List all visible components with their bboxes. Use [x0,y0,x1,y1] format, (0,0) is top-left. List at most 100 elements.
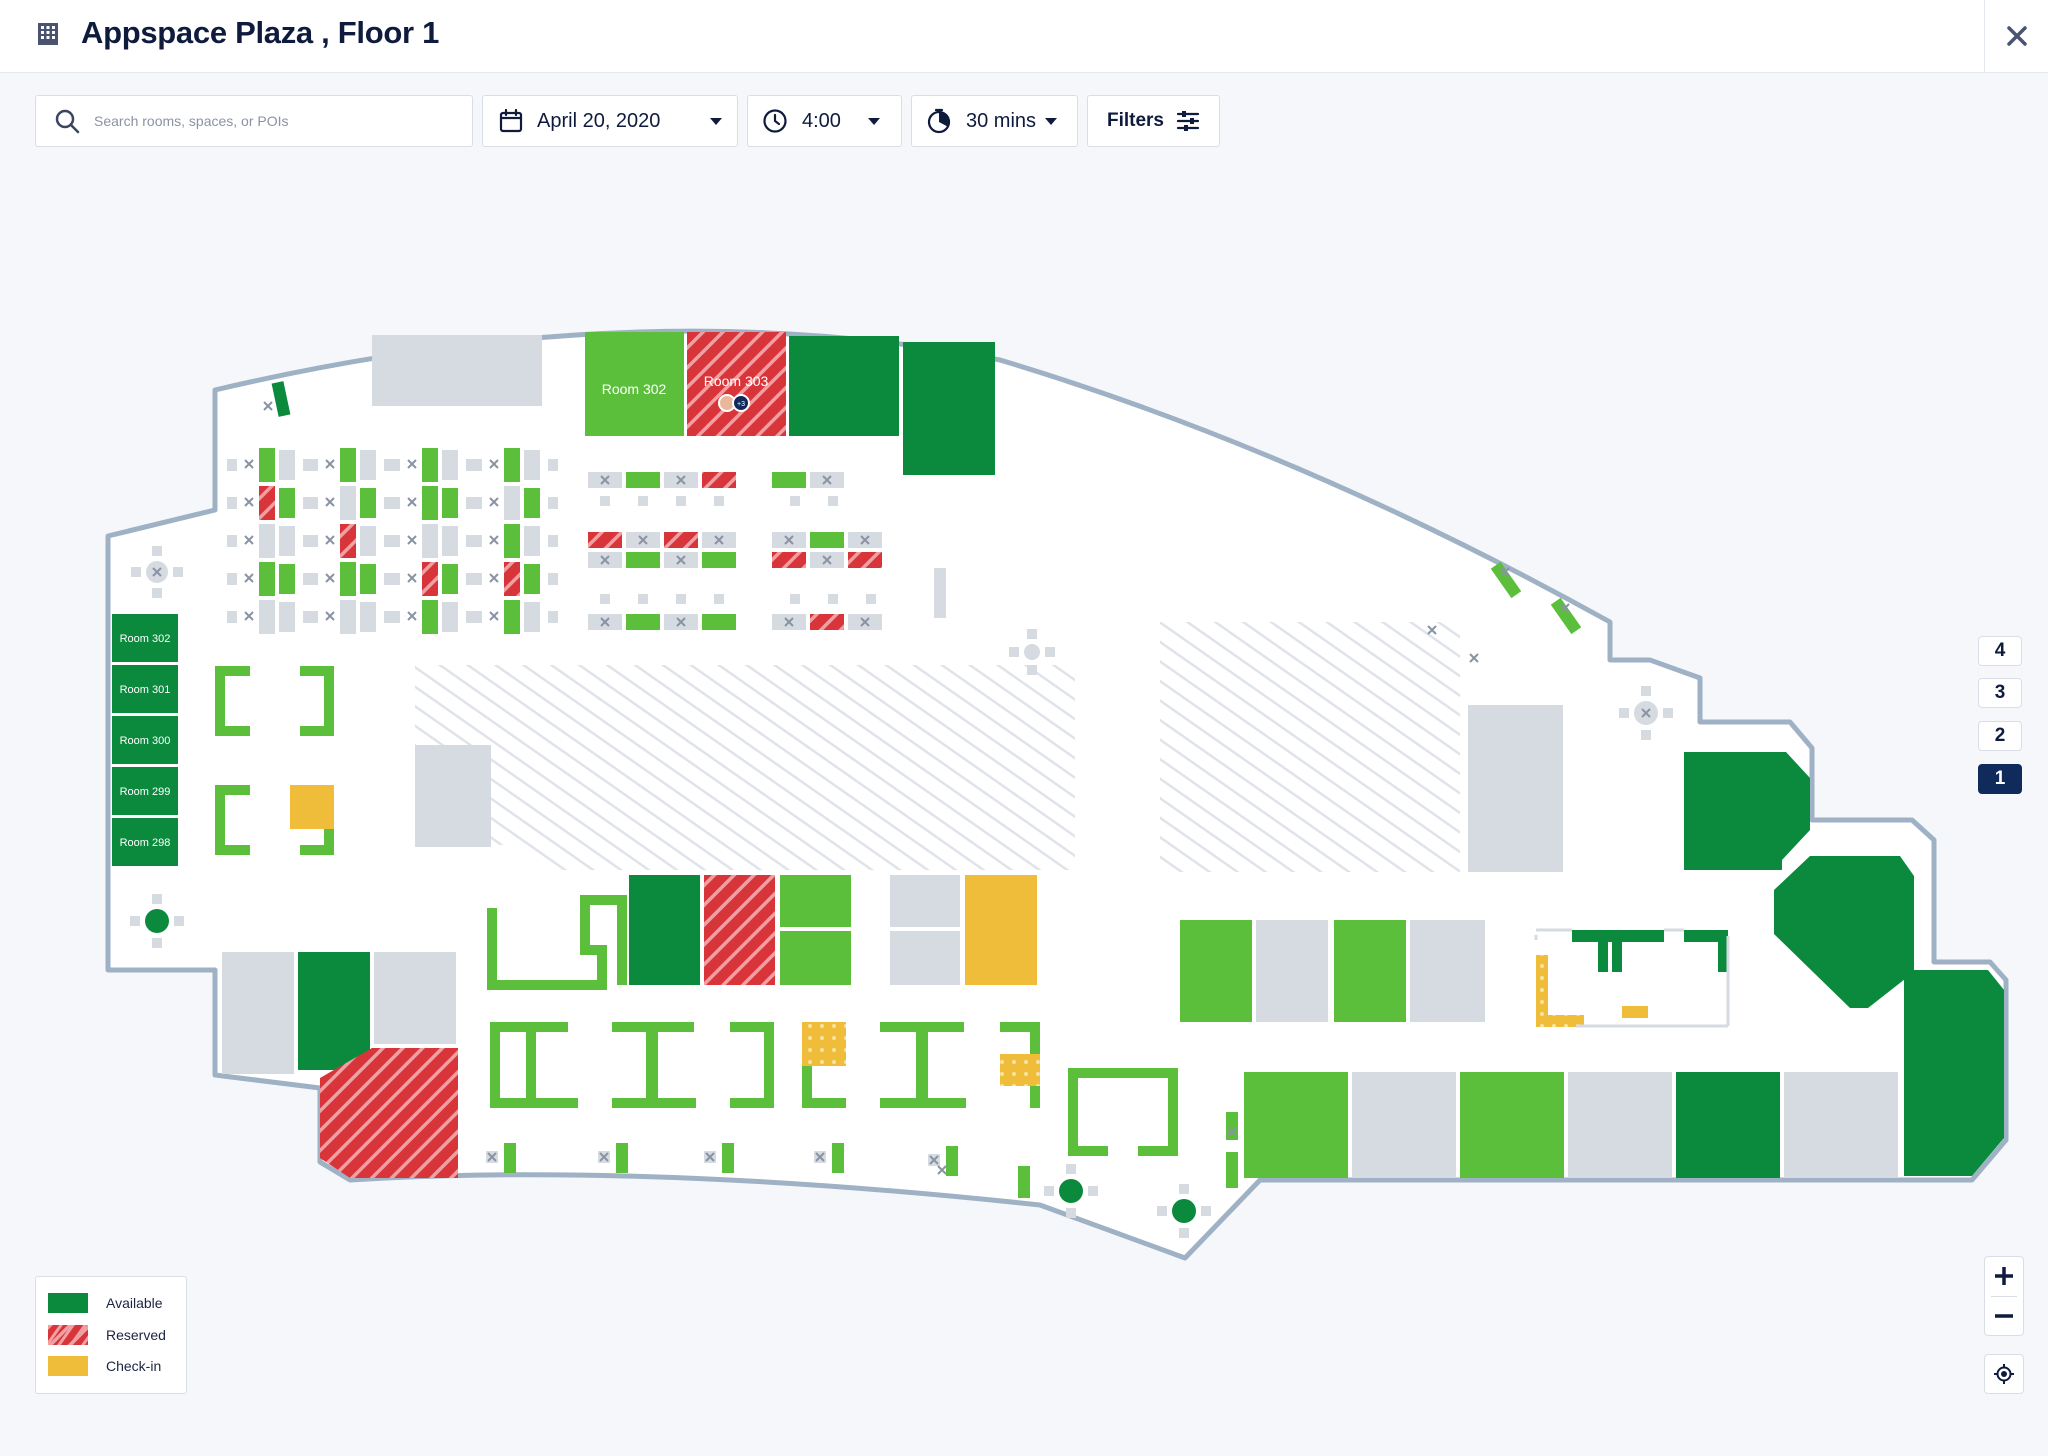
chair[interactable] [790,496,800,506]
floor-button[interactable]: 2 [1978,721,2022,751]
chair[interactable] [866,594,876,604]
chair[interactable] [472,573,482,585]
floor-button[interactable]: 4 [1978,636,2022,666]
desk[interactable] [279,602,295,632]
chair[interactable] [676,496,686,506]
room-reserved[interactable] [704,875,775,985]
chair[interactable] [390,611,400,623]
desk[interactable] [442,526,458,556]
desk[interactable] [848,552,882,568]
chair[interactable] [548,497,558,509]
desk[interactable] [340,524,356,558]
room-available[interactable] [789,336,899,436]
room-303[interactable] [687,332,786,436]
desk[interactable] [504,562,520,596]
room-300[interactable] [112,716,178,764]
room-unavailable[interactable] [890,875,960,927]
room-302-left[interactable] [112,614,178,662]
chair[interactable] [227,535,237,547]
chair[interactable] [384,573,394,585]
lounge-pod[interactable] [487,895,627,990]
desk[interactable] [259,600,275,634]
chair[interactable] [466,497,476,509]
desk[interactable] [664,532,698,548]
desk[interactable] [422,524,438,558]
chair[interactable] [384,459,394,471]
room-available[interactable] [1676,1072,1780,1178]
chair[interactable] [472,611,482,623]
desk[interactable] [524,526,540,556]
room-unavailable[interactable] [1352,1072,1456,1178]
room-available[interactable] [780,875,851,927]
chair[interactable] [638,496,648,506]
desk[interactable] [279,564,295,594]
desk[interactable] [442,488,458,518]
chair[interactable] [308,611,318,623]
time-picker[interactable]: 4:00 [747,95,902,147]
desk[interactable] [422,562,438,596]
desk[interactable] [524,602,540,632]
chair[interactable] [466,459,476,471]
desk[interactable] [340,600,356,634]
room-available[interactable] [1334,920,1406,1022]
room-available[interactable] [1244,1072,1348,1178]
chair[interactable] [638,594,648,604]
room-299[interactable] [112,767,178,815]
lounge-pod[interactable] [215,666,334,855]
chair[interactable] [828,496,838,506]
desk[interactable] [279,526,295,556]
desk[interactable] [722,1143,734,1173]
room-unavailable[interactable] [1568,1072,1672,1178]
floor-button-selected[interactable]: 1 [1978,764,2022,794]
desk[interactable] [588,532,622,548]
desk-cluster-right[interactable] [1572,930,1728,972]
chair[interactable] [384,611,394,623]
desk[interactable] [524,450,540,480]
room-available[interactable] [780,931,851,985]
desk[interactable] [702,614,736,630]
desk[interactable] [504,524,520,558]
chair[interactable] [466,573,476,585]
desk[interactable] [626,552,660,568]
chair[interactable] [227,497,237,509]
room-unavailable[interactable] [374,952,456,1044]
desk[interactable] [772,552,806,568]
date-picker[interactable]: April 20, 2020 [482,95,738,147]
chair[interactable] [384,497,394,509]
round-table[interactable] [130,894,184,948]
round-table[interactable] [1619,686,1673,740]
room-unavailable[interactable] [1784,1072,1898,1178]
search-input[interactable] [92,112,456,130]
chair[interactable] [714,594,724,604]
chair[interactable] [390,497,400,509]
desk[interactable] [259,448,275,482]
close-button[interactable] [1984,0,2048,72]
room-available[interactable] [903,342,995,475]
room-301[interactable] [112,665,178,713]
chair[interactable] [472,497,482,509]
desk[interactable] [504,486,520,520]
zoom-in-button[interactable] [1985,1257,2023,1295]
desk[interactable] [422,600,438,634]
desk[interactable] [504,1143,516,1173]
chair[interactable] [227,573,237,585]
room-available[interactable] [629,875,700,985]
round-table[interactable] [1009,629,1055,675]
floor-plan-map[interactable]: Room 302 Room 303 +3 Room 302 Room 301 R… [0,300,2048,1280]
chair[interactable] [828,594,838,604]
room-available[interactable] [1460,1072,1564,1178]
desk[interactable] [279,488,295,518]
desk[interactable] [360,602,376,632]
desk[interactable] [360,564,376,594]
room-checkin[interactable] [965,875,1037,985]
desk[interactable] [340,486,356,520]
desk[interactable] [360,488,376,518]
room-available[interactable] [298,952,370,1070]
desk[interactable] [504,448,520,482]
room-available[interactable] [1904,970,2004,1176]
desk[interactable] [1226,1112,1238,1140]
room-checkin[interactable] [1536,1015,1584,1027]
room-unavailable[interactable] [222,952,294,1074]
desk[interactable] [626,614,660,630]
chair[interactable] [308,535,318,547]
